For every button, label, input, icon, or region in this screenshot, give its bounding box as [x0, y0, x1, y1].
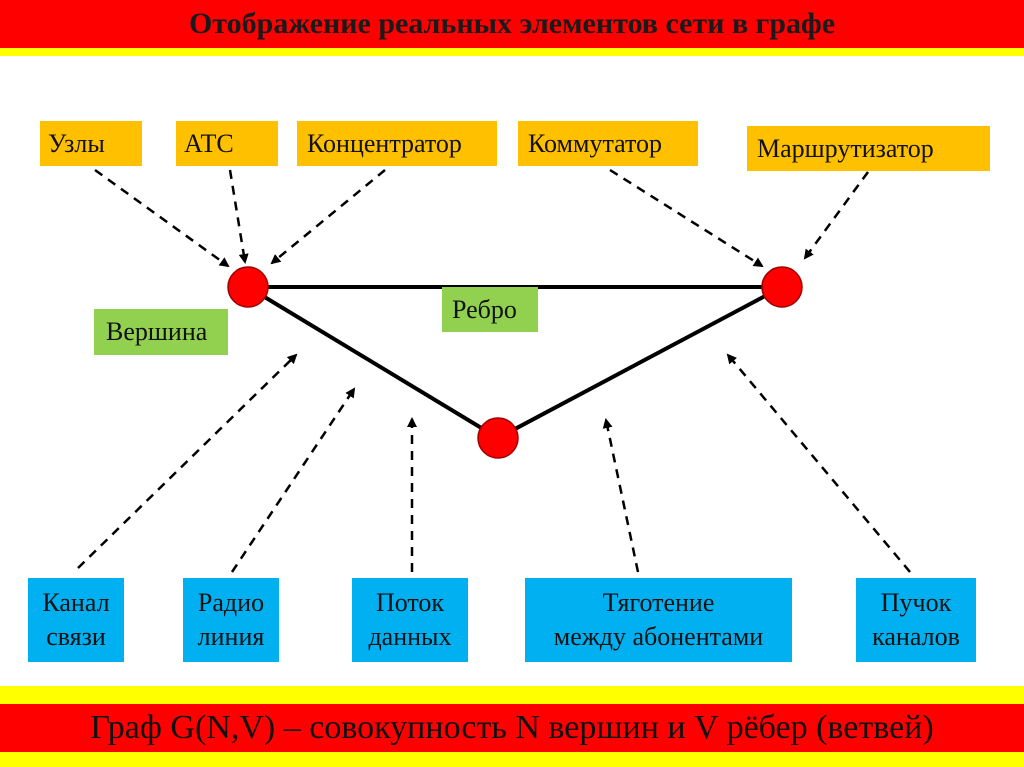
arrow-bundle [726, 353, 911, 573]
label-nodes: Узлы [40, 121, 142, 166]
label-router-text: Маршрутизатор [757, 133, 934, 163]
label-stream-line2: данных [368, 622, 452, 651]
arrow-commutator [609, 168, 764, 268]
graph-vertex-left [227, 266, 269, 308]
footer-bar: Граф G(N,V) – совокупность N вершин и V … [0, 686, 1024, 767]
label-ats-text: АТС [184, 128, 234, 158]
footer-definition: Граф G(N,V) – совокупность N вершин и V … [90, 709, 934, 746]
footer-band: Граф G(N,V) – совокупность N вершин и V … [0, 704, 1024, 752]
label-bundle-line1: Пучок [880, 588, 952, 617]
graph-vertex-right [761, 266, 803, 308]
arrow-ats [228, 169, 249, 264]
arrow-concentrator [270, 169, 386, 265]
label-vertex-text: Вершина [106, 317, 208, 346]
label-nodes-text: Узлы [48, 128, 105, 158]
label-channel-line1: Канал [42, 588, 110, 617]
arrow-channel [77, 353, 298, 569]
arrow-uzly [94, 168, 230, 268]
label-router: Маршрутизатор [747, 126, 990, 171]
label-stream: Поток данных [352, 578, 468, 662]
arrow-radio [230, 387, 356, 573]
graph-edge-right [497, 285, 783, 440]
label-channel-line2: связи [46, 622, 106, 651]
arrow-gravity [602, 418, 640, 573]
label-concentrator: Концентратор [297, 121, 497, 166]
label-ats: АТС [176, 121, 278, 166]
label-radio-line2: линия [197, 622, 265, 651]
label-gravity-line1: Тяготение [602, 588, 715, 617]
label-commutator-text: Коммутатор [528, 128, 663, 158]
title-bar: Отображение реальных элементов сети в гр… [0, 0, 1024, 56]
graph-vertex-bottom [477, 417, 519, 459]
graph-edge-left [246, 285, 500, 440]
label-concentrator-text: Концентратор [307, 128, 462, 158]
label-channel: Канал связи [28, 578, 124, 662]
label-gravity: Тяготение между абонентами [525, 578, 792, 662]
label-vertex: Вершина [94, 309, 228, 355]
label-commutator: Коммутатор [518, 121, 698, 166]
page-title: Отображение реальных элементов сети в гр… [188, 7, 836, 40]
label-stream-line1: Поток [375, 588, 445, 617]
label-edge-text: Ребро [452, 294, 517, 324]
label-bundle: Пучок каналов [856, 578, 976, 662]
arrow-router [803, 171, 870, 260]
label-edge: Ребро [442, 287, 538, 332]
label-radio: Радио линия [183, 578, 279, 662]
label-radio-line1: Радио [197, 588, 265, 617]
label-bundle-line2: каналов [872, 622, 960, 651]
label-gravity-line2: между абонентами [553, 622, 764, 651]
